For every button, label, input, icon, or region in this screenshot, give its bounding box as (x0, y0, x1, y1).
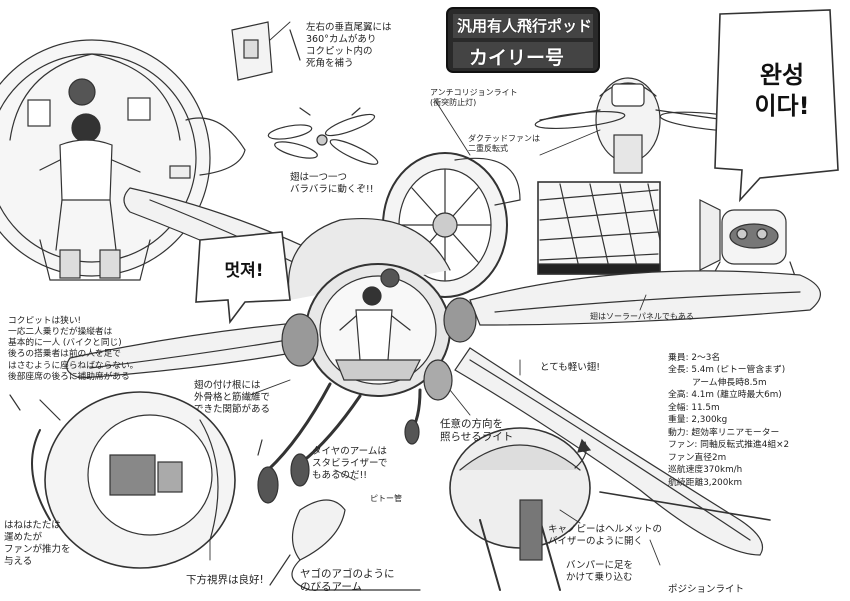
speech-bubble-cool (195, 231, 291, 325)
note-tire-arm: タイヤのアームは スタビライザーで もあるのだ!! (312, 446, 388, 482)
jaw-arm-sketch (269, 499, 421, 591)
rear-view-sketch (534, 77, 771, 174)
note-wing-root: 翅の付け根には 外骨格と筋繊維で できた関節がある (194, 380, 271, 416)
spec-cruise: 巡航速度370km/h (668, 465, 743, 476)
flapping-wings-icon (267, 107, 379, 165)
title-logo-frame (446, 7, 600, 73)
spec-height: 全高: 4.1m (離立時最大6m) (668, 390, 782, 401)
note-solar-panel: 翅はソーラーパネルでもある (590, 312, 694, 321)
spec-weight: 重量: 2,300kg (668, 415, 728, 426)
note-position-light: ポジションライト (668, 584, 745, 595)
spec-fan: ファン: 同軸反転式推進4組×2 (668, 440, 790, 451)
note-light-wing: とても軽い翅! (540, 362, 601, 373)
downward-view-inset (9, 391, 236, 569)
cockpit-inset (0, 39, 211, 281)
spec-width: 全幅: 11.5m (668, 402, 720, 413)
note-fins: 左右の垂直尾翼には 360°カムがあり コクピット内の 死角を補う (306, 22, 392, 70)
note-jaw-arm: ヤゴのアゴのように のびるアーム (300, 568, 395, 594)
spec-block: 乗員: 2〜3名 全長: 5.4m (ピトー管含まず) アーム伸長時8.5m 全… (668, 352, 848, 489)
note-ducted-fan: ダクテッドファンは 二重反転式 (468, 134, 540, 154)
fin-detail (231, 21, 301, 81)
spec-fan-diameter: ファン直径2m (668, 452, 727, 463)
tail-detail (699, 199, 801, 291)
note-cockpit: コクピットは狭い! 一応二人乗りだが操縦者は 基本的に一人 (バイクと同じ) 後… (8, 316, 139, 382)
note-searchlight: 任意の方向を 照らせるライト (440, 418, 514, 444)
spec-range: 航続距離3,200km (668, 477, 743, 488)
note-bumper: バンパーに足を かけて乗り込む (566, 560, 633, 584)
note-canopy: キャノピーはヘルメットの バイザーのように開く (548, 524, 663, 548)
solar-panel-sketch (537, 181, 661, 275)
note-wings-flap: 翅は一つ一つ バラバラに動くぞ!! (290, 172, 374, 196)
note-anticollision: アンチコリジョンライト (衝突防止灯) (430, 88, 518, 108)
spec-length: 全長: 5.4m (ピトー管含まず) (668, 365, 786, 376)
pod-body (257, 218, 477, 504)
note-pitot: ピトー管 (370, 494, 402, 503)
bubble-cool-text: 멋져! (224, 261, 264, 281)
title-line-1: 汎用有人飛行ポッド (457, 17, 593, 35)
title-logo: 汎用有人飛行ポッド カイリー号 (443, 4, 603, 76)
spec-crew: 乗員: 2〜3名 (668, 353, 721, 363)
note-downward-view: 下方視界は良好! (186, 574, 264, 586)
spec-arm-length: アーム伸長時8.5m (692, 377, 767, 388)
spec-power: 動力: 超効率リニアモーター (668, 427, 780, 438)
pilot-figures (39, 78, 141, 251)
note-wings-fan: はねはたたは 運めたが ファンが推力を 与える (4, 520, 71, 568)
canopy-open-sketch (449, 427, 771, 591)
speech-bubble-complete (714, 9, 839, 203)
title-line-2: カイリー号 (469, 47, 565, 69)
bubble-complete-text: 완성 이다! (754, 61, 810, 121)
